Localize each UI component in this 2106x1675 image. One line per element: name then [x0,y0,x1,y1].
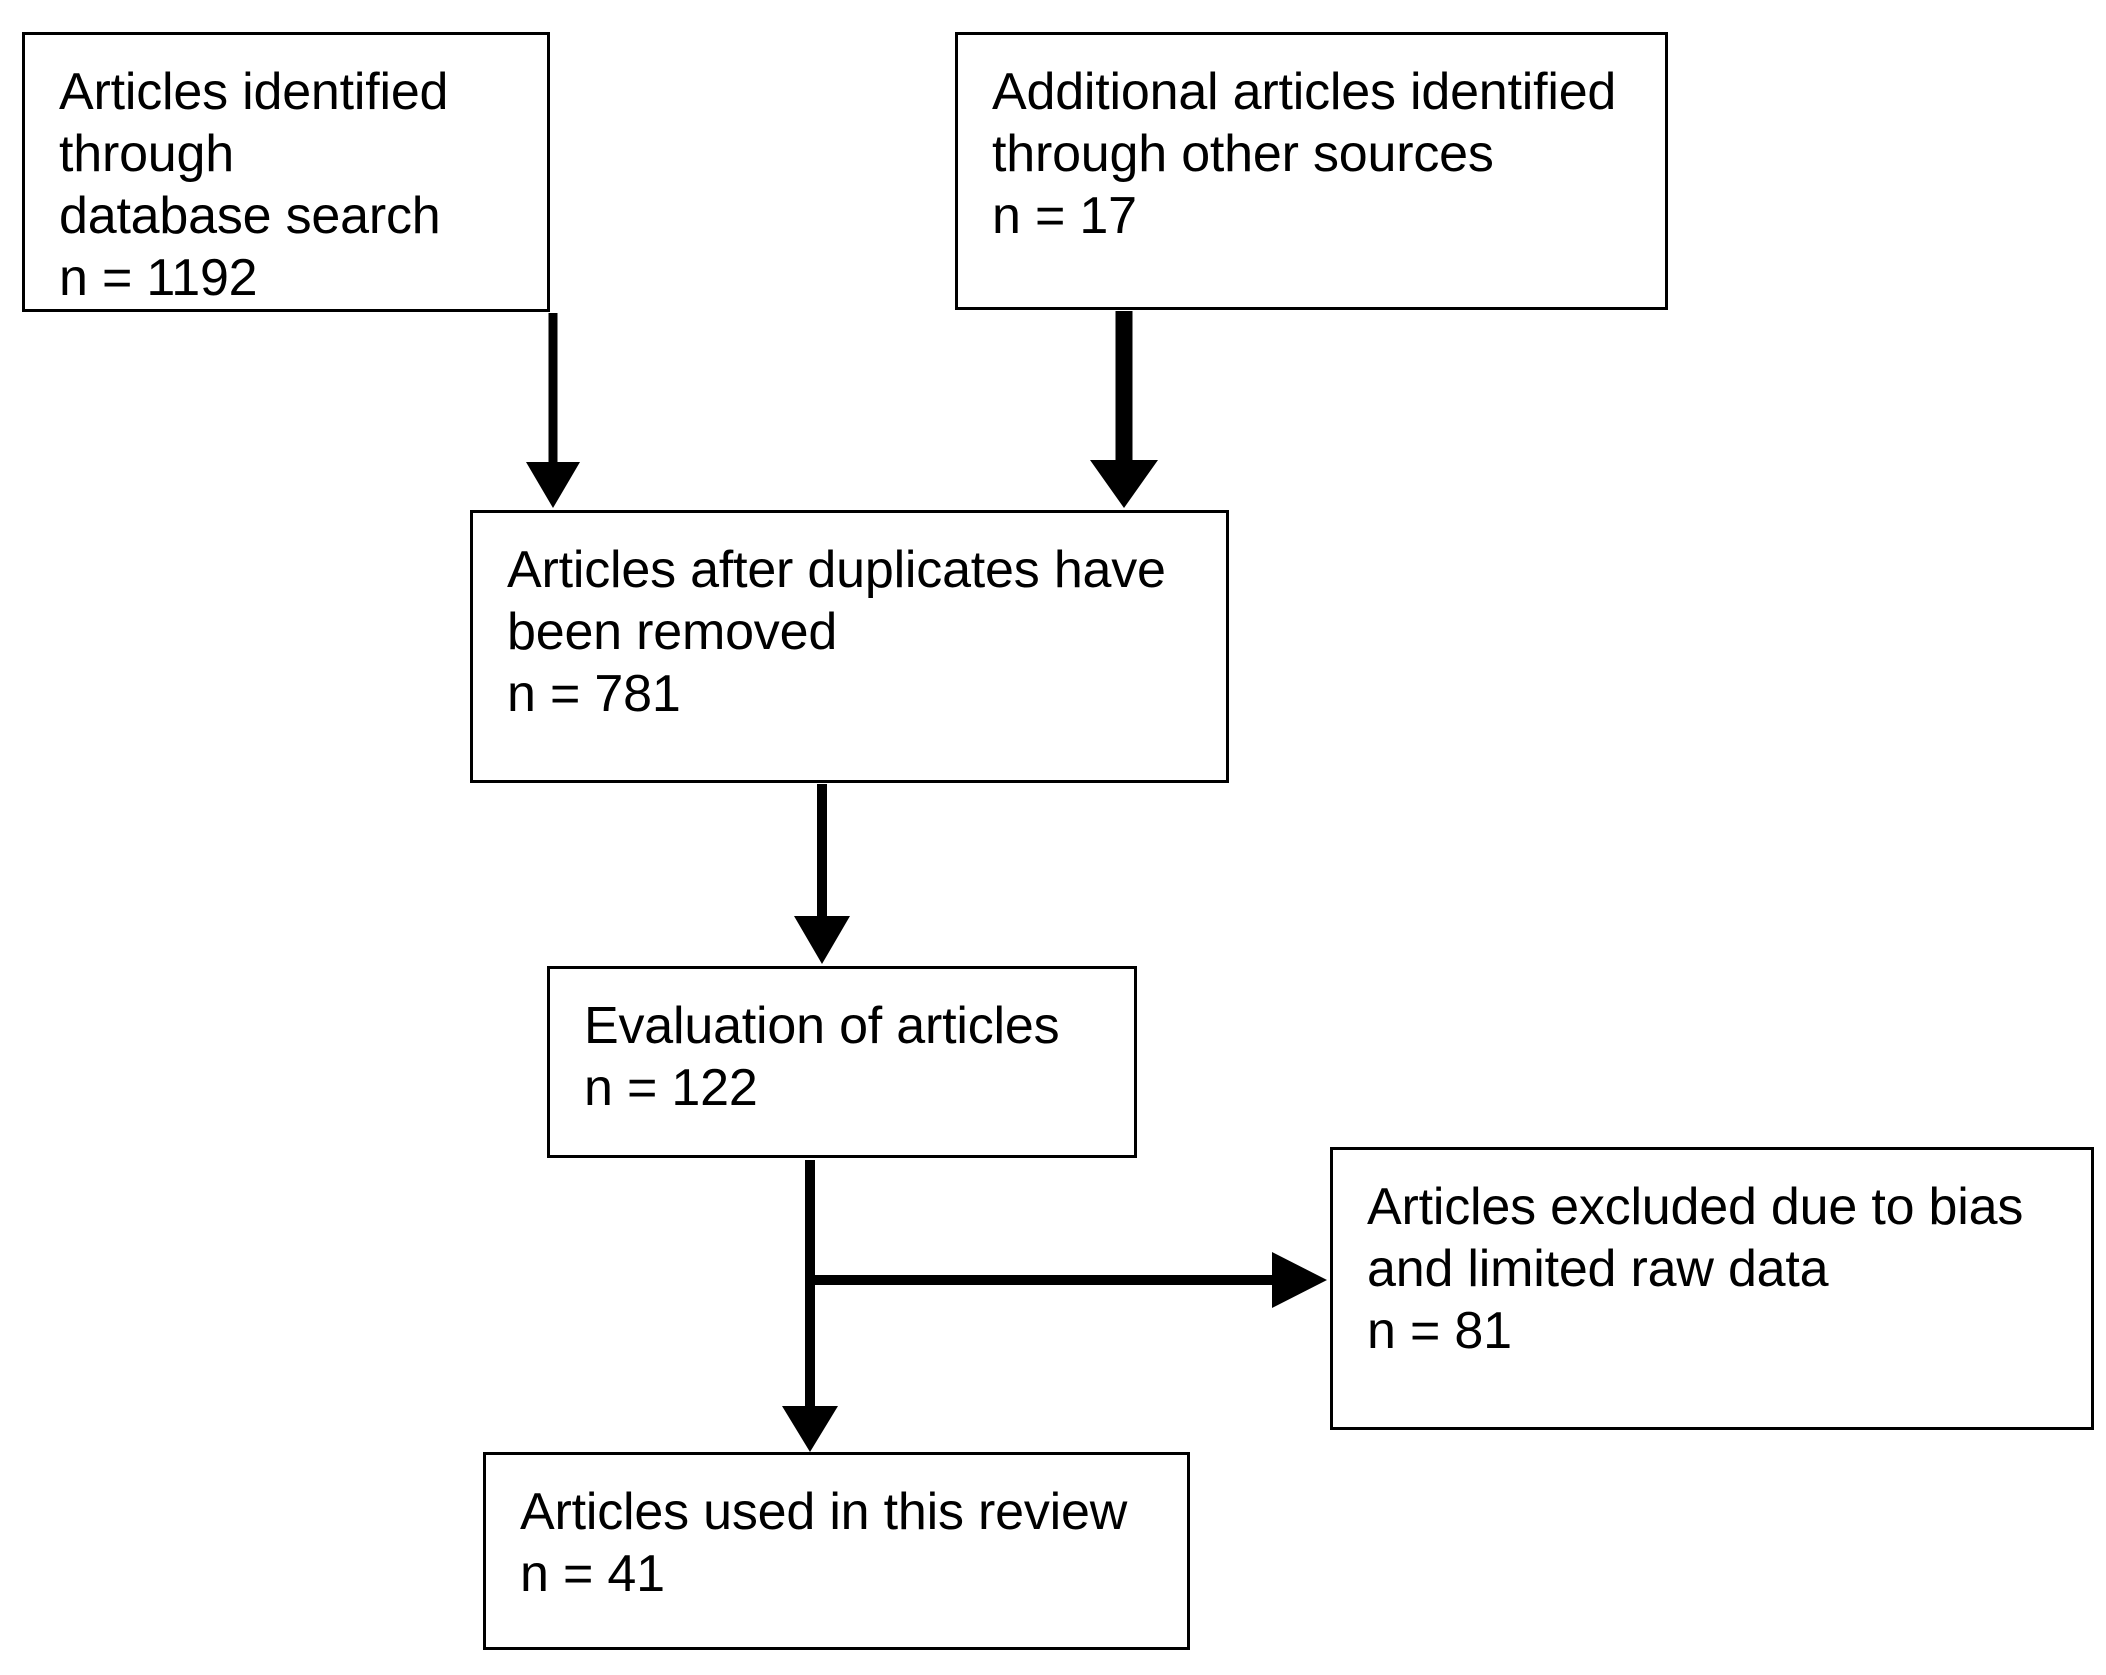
node-other-sources-label: Additional articles identified through o… [992,63,1617,245]
node-duplicates-removed-label: Articles after duplicates have been remo… [507,541,1166,723]
node-included-label: Articles used in this review n = 41 [520,1483,1128,1603]
node-database-search[interactable]: Articles identified through database sea… [22,32,550,312]
edge-evaluation-to-included [782,1160,838,1452]
edge-database-to-duplicates [526,313,580,508]
node-excluded-label: Articles excluded due to bias and limite… [1367,1178,2024,1360]
edge-evaluation-to-excluded [810,1252,1327,1308]
node-database-search-label: Articles identified through database sea… [59,63,449,307]
node-evaluation[interactable]: Evaluation of articles n = 122 [547,966,1137,1158]
node-excluded[interactable]: Articles excluded due to bias and limite… [1330,1147,2094,1430]
edge-duplicates-to-evaluation [794,784,850,964]
node-included[interactable]: Articles used in this review n = 41 [483,1452,1190,1650]
node-evaluation-label: Evaluation of articles n = 122 [584,997,1060,1117]
node-other-sources[interactable]: Additional articles identified through o… [955,32,1668,310]
edge-other-to-duplicates [1090,311,1158,508]
node-duplicates-removed[interactable]: Articles after duplicates have been remo… [470,510,1229,783]
